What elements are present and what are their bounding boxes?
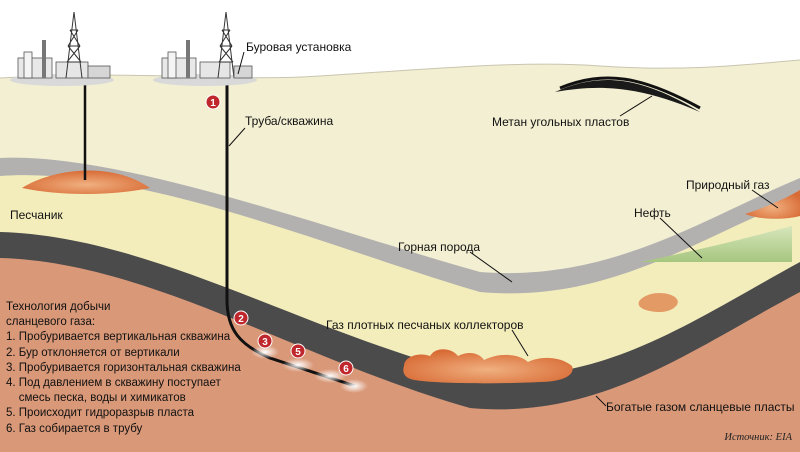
label-natural-gas: Природный газ xyxy=(686,178,770,192)
frac-glow-1 xyxy=(251,345,279,359)
label-coal-methane: Метан угольных пластов xyxy=(492,115,630,129)
leader-oil xyxy=(659,217,703,259)
frac-glow-4 xyxy=(340,379,368,393)
step-item: 5. Происходит гидроразрыв пласта xyxy=(6,407,195,420)
step-badge-6: 6 xyxy=(338,360,354,376)
step-item: 1. Пробуривается вертикальная скважина xyxy=(6,331,231,344)
label-sandstone: Песчаник xyxy=(10,208,63,222)
step-badge-1: 1 xyxy=(205,94,221,110)
svg-text:5: 5 xyxy=(295,347,301,358)
step-item: 4. Под давлением в скважину поступает xyxy=(6,377,221,390)
svg-text:2: 2 xyxy=(238,314,244,325)
leader-rig xyxy=(237,51,245,75)
drilling-rig-icon-left xyxy=(10,11,114,86)
oil-pocket xyxy=(640,226,792,262)
step-item: 2. Бур отклоняется от вертикали xyxy=(6,346,180,359)
step-badge-5: 5 xyxy=(290,343,306,359)
steps-legend: Технология добычи сланцевого газа: 1. Пр… xyxy=(6,300,241,437)
leader-shale xyxy=(595,395,607,407)
coal-seam xyxy=(555,80,700,112)
step-badge-2: 2 xyxy=(233,310,249,326)
drilling-rig-icon-right xyxy=(153,11,257,86)
tight-gas-pocket xyxy=(403,349,573,384)
steps-title-line-1: Технология добычи xyxy=(6,301,111,313)
svg-text:1: 1 xyxy=(210,98,216,109)
source-note: Источник: EIA xyxy=(724,432,792,443)
step-item: 6. Газ собирается в трубу xyxy=(6,422,143,435)
frac-glow-3 xyxy=(314,369,346,383)
leader-natural-gas xyxy=(751,189,779,209)
step-item: смесь песка, воды и химикатов xyxy=(6,392,186,405)
gas-blob-small xyxy=(638,293,678,312)
label-rock: Горная порода xyxy=(398,240,481,254)
step-item: 3. Пробуривается горизонтальная скважина xyxy=(6,361,241,374)
leader-rock xyxy=(469,251,513,283)
leader-coal xyxy=(619,95,653,117)
leader-pipe xyxy=(228,127,246,147)
label-oil: Нефть xyxy=(634,206,671,220)
label-drilling-rig: Буровая установка xyxy=(246,40,352,54)
label-shale-gas: Богатые газом сланцевые пласты xyxy=(606,400,795,414)
leader-tight-gas xyxy=(511,329,529,357)
steps-title-line-2: сланцевого газа: xyxy=(6,316,96,329)
label-tight-gas: Газ плотных песчаных коллекторов xyxy=(326,318,524,332)
gas-dome-left xyxy=(22,170,150,194)
frac-glow-2 xyxy=(282,358,314,372)
gas-rich-shale xyxy=(0,258,800,452)
step-badge-3: 3 xyxy=(257,333,273,349)
svg-text:6: 6 xyxy=(343,364,349,375)
svg-text:3: 3 xyxy=(262,337,268,348)
label-pipe-well: Труба/скважина xyxy=(245,114,334,128)
